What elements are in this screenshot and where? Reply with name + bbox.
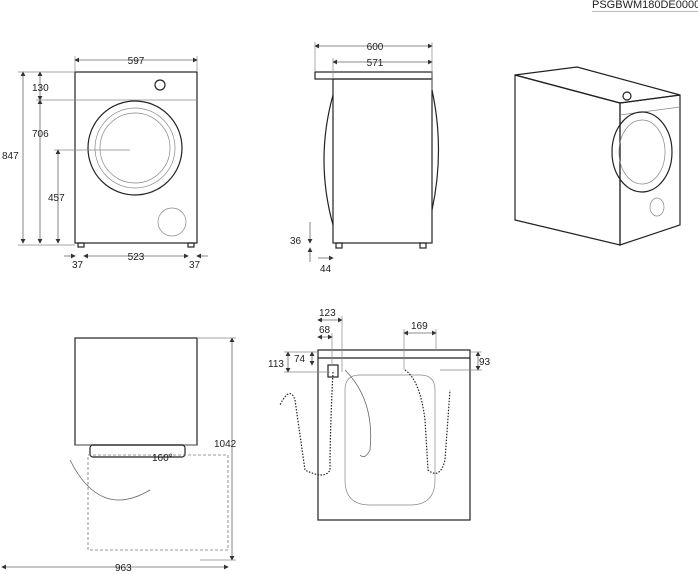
dim-inner-height: 74: [294, 354, 306, 365]
back-view: 123 68 169 113 74 93: [268, 308, 491, 521]
top-view: 1042 963 160°: [1, 337, 237, 574]
dim-hose-offset: 123: [319, 308, 336, 319]
dim-door-center: 457: [48, 193, 65, 204]
dim-inlet-offset: 68: [319, 325, 331, 336]
dim-width: 597: [128, 56, 145, 67]
dim-foot-offset: 44: [320, 264, 332, 275]
dim-foot-left: 37: [72, 260, 84, 271]
dim-inlet-height: 113: [268, 359, 284, 370]
dim-depth-body: 571: [367, 58, 384, 69]
perspective-view: [514, 66, 681, 246]
dim-top-panel: 130: [32, 83, 49, 94]
dim-depth-total: 600: [367, 42, 384, 53]
front-view: 597 130 706 847 457 523 37 37: [2, 56, 208, 271]
dim-door-angle: 160°: [152, 453, 173, 464]
dim-drain-offset: 169: [411, 321, 428, 332]
side-view: 600 571 36 44: [290, 42, 440, 275]
dim-foot-right: 37: [189, 260, 201, 271]
dim-total-height: 847: [2, 151, 19, 162]
dim-door-depth: 1042: [214, 439, 237, 450]
drawing-code: PSGBWM180DE00003: [592, 0, 698, 12]
dim-foot-height: 36: [290, 236, 302, 247]
dim-drain-height: 93: [479, 357, 491, 368]
dim-door-height: 706: [32, 129, 49, 140]
dim-total-width: 963: [115, 563, 132, 574]
dim-foot-span: 523: [128, 252, 145, 263]
